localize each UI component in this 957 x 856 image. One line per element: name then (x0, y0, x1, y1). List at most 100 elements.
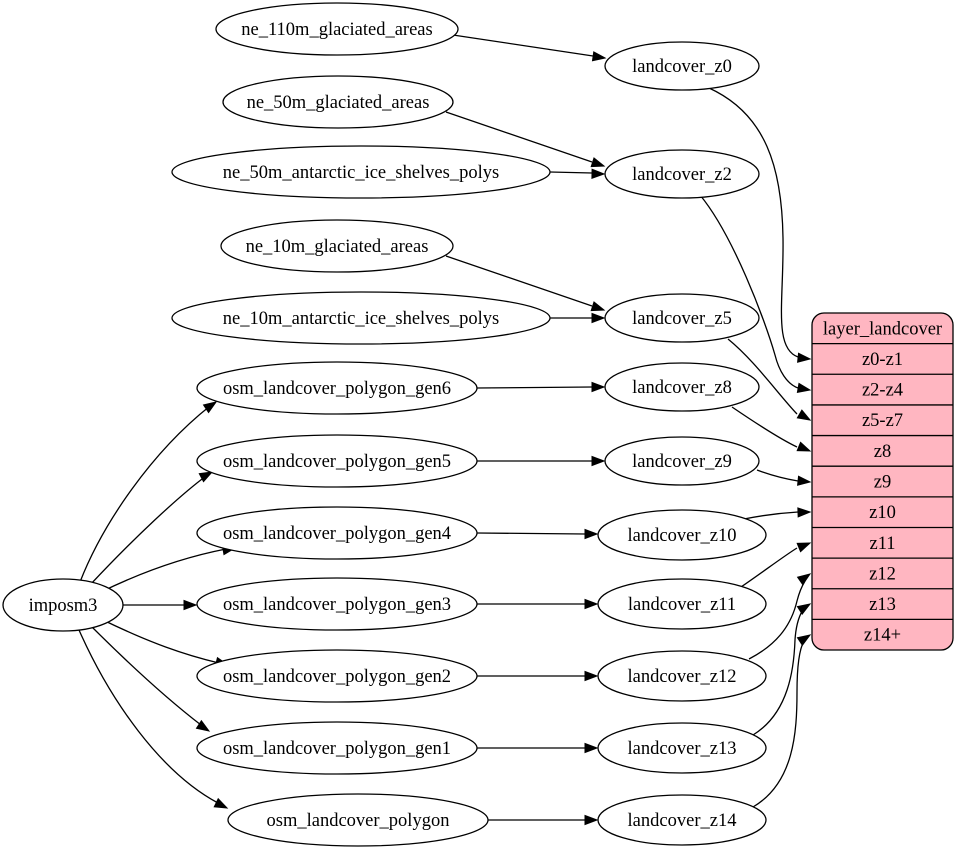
node-landcover_z2: landcover_z2 (604, 149, 760, 199)
node-landcover_z10-ellipse (597, 509, 767, 561)
edge-imposm3-to-osm_landcover_polygon_gen1-arrowhead (195, 719, 211, 732)
node-imposm3-ellipse (2, 578, 124, 632)
table-row-z10: z10 (869, 503, 896, 523)
node-ne_50m_antarctic_ice_shelves_polys: ne_50m_antarctic_ice_shelves_polys (171, 145, 551, 199)
node-ne_10m_glaciated_areas-label: ne_10m_glaciated_areas (246, 237, 429, 257)
node-landcover_z9: landcover_z9 (604, 436, 760, 486)
node-osm_landcover_polygon_gen3-label: osm_landcover_polygon_gen3 (223, 595, 451, 615)
edge-landcover_z2-to-layer_landcover_z2-z4-arrowhead (796, 382, 812, 393)
edge-landcover_z2-to-layer_landcover_z2-z4 (699, 194, 799, 389)
node-ne_10m_antarctic_ice_shelves_polys-ellipse (171, 291, 551, 345)
node-landcover_z13-ellipse (597, 722, 767, 774)
edge-landcover_z14-to-layer_landcover_z14_ (752, 640, 805, 808)
edges-layer (78, 34, 812, 826)
node-osm_landcover_polygon_gen6-ellipse (196, 361, 478, 415)
node-ne_110m_glaciated_areas: ne_110m_glaciated_areas (215, 2, 459, 56)
node-ne_50m_antarctic_ice_shelves_polys-label: ne_50m_antarctic_ice_shelves_polys (223, 163, 499, 183)
node-landcover_z11-ellipse (597, 578, 767, 630)
node-landcover_z5-ellipse (604, 293, 760, 343)
node-ne_50m_glaciated_areas-label: ne_50m_glaciated_areas (247, 93, 430, 113)
edge-imposm3-to-osm_landcover_polygon_gen3-arrowhead (183, 599, 198, 611)
node-osm_landcover_polygon_gen2-label: osm_landcover_polygon_gen2 (223, 667, 451, 687)
edge-osm_landcover_polygon_gen4-to-landcover_z10-arrowhead (584, 528, 599, 540)
node-ne_10m_glaciated_areas: ne_10m_glaciated_areas (220, 219, 454, 273)
edge-landcover_z11-to-layer_landcover_z11-arrowhead (796, 542, 812, 553)
node-landcover_z0: landcover_z0 (604, 41, 760, 91)
table-row-z5-z7: z5-z7 (862, 411, 903, 431)
table-row-z13: z13 (869, 595, 896, 615)
node-landcover_z8: landcover_z8 (604, 362, 760, 412)
edge-landcover_z8-to-layer_landcover_z8 (731, 406, 798, 448)
edge-imposm3-to-osm_landcover_polygon_gen2 (100, 618, 220, 664)
node-ne_50m_glaciated_areas-ellipse (222, 75, 454, 129)
node-landcover_z0-ellipse (604, 41, 760, 91)
table-row-z9: z9 (874, 473, 891, 493)
edge-imposm3-to-osm_landcover_polygon_gen4 (100, 548, 227, 593)
table-layer: layer_landcoverz0-z1z2-z4z5-z7z8z9z10z11… (811, 312, 954, 651)
edge-ne_50m_glaciated_areas-to-landcover_z2-arrowhead (590, 157, 606, 168)
node-osm_landcover_polygon_gen5: osm_landcover_polygon_gen5 (196, 434, 478, 488)
edge-imposm3-to-osm_landcover_polygon_gen1 (89, 624, 202, 726)
node-ne_10m_antarctic_ice_shelves_polys: ne_10m_antarctic_ice_shelves_polys (171, 291, 551, 345)
node-landcover_z10: landcover_z10 (597, 509, 767, 561)
node-osm_landcover_polygon_gen1-ellipse (196, 721, 478, 775)
node-osm_landcover_polygon_gen6-label: osm_landcover_polygon_gen6 (223, 379, 451, 399)
node-osm_landcover_polygon_gen3-ellipse (196, 577, 478, 631)
table-layer_landcover-frame (811, 312, 954, 651)
node-imposm3: imposm3 (2, 578, 124, 632)
edge-landcover_z10-to-layer_landcover_z10-arrowhead (797, 507, 812, 518)
edge-ne_110m_glaciated_areas-to-landcover_z0-arrowhead (591, 51, 607, 62)
edge-ne_10m_glaciated_areas-to-landcover_z5-arrowhead (590, 301, 606, 312)
edge-landcover_z12-to-layer_landcover_z12-arrowhead (796, 573, 812, 586)
node-landcover_z2-ellipse (604, 149, 760, 199)
node-ne_10m_glaciated_areas-ellipse (220, 219, 454, 273)
edge-osm_landcover_polygon_gen6-to-landcover_z8-arrowhead (591, 381, 606, 393)
node-osm_landcover_polygon_gen5-label: osm_landcover_polygon_gen5 (223, 452, 451, 472)
node-ne_110m_glaciated_areas-label: ne_110m_glaciated_areas (241, 20, 432, 40)
table-row-z0-z1: z0-z1 (862, 350, 903, 370)
table-row-z12: z12 (869, 564, 896, 584)
node-imposm3-label: imposm3 (29, 596, 98, 616)
node-landcover_z2-label: landcover_z2 (632, 165, 732, 185)
edge-imposm3-to-osm_landcover_polygon-arrowhead (213, 797, 229, 809)
node-osm_landcover_polygon_gen1: osm_landcover_polygon_gen1 (196, 721, 478, 775)
edge-imposm3-to-osm_landcover_polygon_gen5-arrowhead (198, 471, 214, 483)
edge-osm_landcover_polygon_gen4-to-landcover_z10 (476, 532, 586, 535)
table-row-z2-z4: z2-z4 (862, 381, 903, 401)
node-landcover_z5: landcover_z5 (604, 293, 760, 343)
node-osm_landcover_polygon_gen5-ellipse (196, 434, 478, 488)
edge-ne_50m_antarctic_ice_shelves_polys-to-landcover_z2 (549, 171, 593, 174)
edge-ne_10m_glaciated_areas-to-landcover_z5 (445, 255, 593, 307)
edge-osm_landcover_polygon_gen1-to-landcover_z13-arrowhead (584, 742, 599, 754)
node-landcover_z12: landcover_z12 (597, 650, 767, 702)
table-layer_landcover: layer_landcoverz0-z1z2-z4z5-z7z8z9z10z11… (811, 312, 954, 651)
edge-landcover_z9-to-layer_landcover_z9-arrowhead (797, 475, 812, 486)
node-osm_landcover_polygon_gen4-ellipse (196, 506, 478, 560)
edge-landcover_z11-to-layer_landcover_z11 (740, 547, 798, 588)
node-ne_110m_glaciated_areas-ellipse (215, 2, 459, 56)
edge-landcover_z0-to-layer_landcover_z0-z1-arrowhead (797, 352, 812, 363)
node-landcover_z9-label: landcover_z9 (632, 452, 732, 472)
edge-landcover_z8-to-layer_landcover_z8-arrowhead (796, 441, 812, 452)
edge-imposm3-to-osm_landcover_polygon_gen5 (89, 475, 207, 586)
edge-landcover_z5-to-layer_landcover_z5-z7-arrowhead (796, 409, 812, 421)
edge-osm_landcover_polygon_gen6-to-landcover_z8 (476, 386, 593, 389)
node-osm_landcover_polygon_gen6: osm_landcover_polygon_gen6 (196, 361, 478, 415)
node-ne_50m_glaciated_areas: ne_50m_glaciated_areas (222, 75, 454, 129)
node-landcover_z11-label: landcover_z11 (628, 595, 736, 615)
node-osm_landcover_polygon_gen2-ellipse (196, 649, 478, 703)
node-landcover_z13-label: landcover_z13 (628, 739, 737, 759)
node-osm_landcover_polygon-label: osm_landcover_polygon (267, 811, 450, 831)
node-osm_landcover_polygon_gen4: osm_landcover_polygon_gen4 (196, 506, 478, 560)
node-landcover_z10-label: landcover_z10 (628, 526, 737, 546)
node-landcover_z5-label: landcover_z5 (632, 309, 732, 329)
edge-ne_10m_antarctic_ice_shelves_polys-to-landcover_z5-arrowhead (591, 312, 606, 324)
edge-landcover_z13-to-layer_landcover_z13-arrowhead (796, 603, 812, 616)
edge-landcover_z9-to-layer_landcover_z9 (756, 469, 799, 482)
table-row-z14plus: z14+ (864, 626, 901, 646)
node-osm_landcover_polygon_gen2: osm_landcover_polygon_gen2 (196, 649, 478, 703)
node-ne_50m_antarctic_ice_shelves_polys-ellipse (171, 145, 551, 199)
edge-osm_landcover_polygon_gen3-to-landcover_z11-arrowhead (584, 598, 599, 610)
